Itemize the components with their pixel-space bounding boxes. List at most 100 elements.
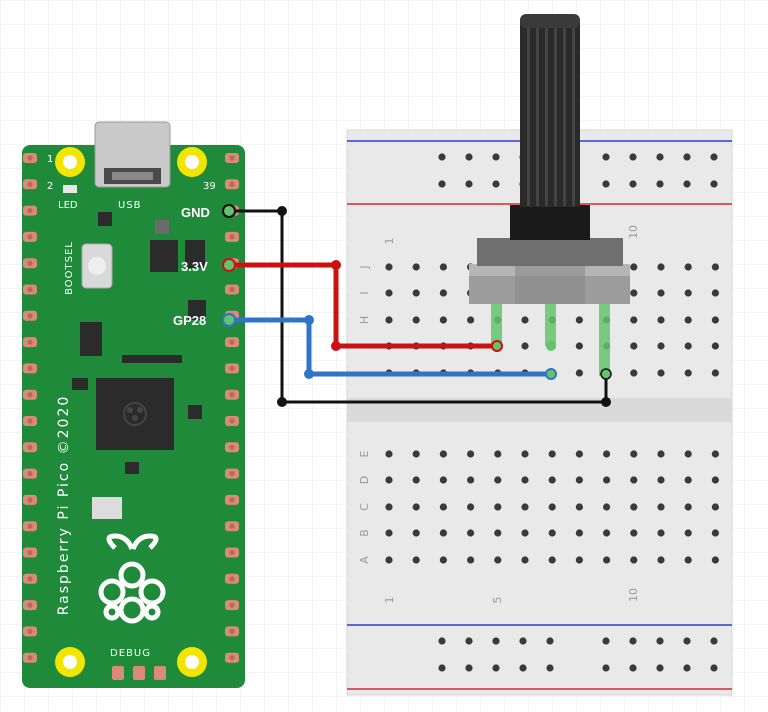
- rail-hole-3-6: [629, 664, 637, 672]
- pico-pin-hole-L11: [27, 444, 33, 450]
- hole-r5-c7: [575, 450, 584, 458]
- wire-3v3-joint-2: [331, 341, 341, 351]
- raspberry-pi-logo: [98, 533, 166, 624]
- pico-pin-hole-L12: [27, 471, 33, 477]
- wire-gp28: [229, 317, 551, 377]
- hole-r7-c0: [385, 503, 393, 511]
- hole-r6-c2: [439, 476, 447, 484]
- hole-r0-c10: [657, 263, 665, 271]
- rail-hole-2-9: [710, 637, 718, 645]
- led: [63, 185, 77, 193]
- wire-3v3: [229, 262, 497, 349]
- rail-hole-1-5: [602, 180, 610, 188]
- rail-hole-0-7: [656, 153, 664, 161]
- pot-shaft: [520, 14, 580, 207]
- hole-r6-c11: [684, 476, 692, 484]
- hole-r7-c4: [494, 503, 502, 511]
- pico-pin-hole-L2: [27, 208, 33, 214]
- pico-pin-hole-R16: [229, 576, 235, 582]
- rail-hole-2-8: [683, 637, 691, 645]
- rail-hole-2-2: [492, 637, 500, 645]
- hole-r1-c9: [630, 289, 638, 297]
- board-name-text: Raspberry Pi Pico ©2020: [56, 395, 72, 616]
- hole-r4-c10: [657, 369, 665, 377]
- hole-r2-c10: [657, 316, 665, 324]
- pico-pin-hole-R8: [229, 365, 235, 371]
- pico-pin-hole-R0: [229, 155, 235, 161]
- hole-r9-c0: [385, 556, 393, 564]
- pico-pin-hole-R9: [229, 392, 235, 398]
- hole-r7-c2: [439, 503, 447, 511]
- wire-gnd-joint-3: [601, 397, 611, 407]
- debug-pad-2: [154, 666, 166, 680]
- rail-hole-0-2: [492, 153, 500, 161]
- rail-hole-1-1: [465, 180, 473, 188]
- hole-r0-c12: [711, 263, 720, 271]
- hole-r2-c0: [385, 316, 393, 324]
- hole-r5-c12: [711, 450, 720, 458]
- small-component-4: [188, 300, 206, 320]
- rp2040-chip: [96, 378, 174, 450]
- bootsel-label: BOOTSEL: [64, 241, 75, 295]
- pico-pin-hole-L6: [27, 313, 33, 319]
- rail-hole-1-2: [492, 180, 500, 188]
- hole-r0-c0: [385, 263, 393, 271]
- hole-r6-c3: [467, 476, 475, 484]
- small-component-2: [98, 212, 112, 226]
- hole-r9-c9: [630, 556, 638, 564]
- hole-r1-c10: [657, 289, 665, 297]
- hole-r8-c1: [412, 529, 420, 537]
- hole-r6-c9: [630, 476, 638, 484]
- hole-r1-c1: [412, 289, 420, 297]
- hole-r5-c2: [439, 450, 447, 458]
- wire-3v3-end: [491, 340, 503, 352]
- hole-r1-c2: [439, 289, 447, 297]
- debug-pad-0: [112, 666, 124, 680]
- pico-pin-hole-L16: [27, 576, 33, 582]
- hole-r6-c10: [657, 476, 665, 484]
- pico-pin-hole-L10: [27, 418, 33, 424]
- hole-r9-c11: [684, 556, 692, 564]
- rail-hole-2-7: [656, 637, 664, 645]
- pico-pin-hole-L1: [27, 181, 33, 187]
- hole-r8-c3: [467, 529, 475, 537]
- led-label: LED: [58, 200, 78, 211]
- pico-pin-hole-R3: [229, 234, 235, 240]
- gp28-pin-dot: [222, 313, 236, 327]
- hole-r0-c2: [439, 263, 447, 271]
- hole-r3-c9: [630, 342, 638, 350]
- pico-pin-hole-R12: [229, 471, 235, 477]
- rail-hole-2-3: [519, 637, 527, 645]
- pico-pin-hole-R15: [229, 549, 235, 556]
- small-component-8: [125, 462, 139, 474]
- pin-2-label: 2: [47, 181, 53, 192]
- hole-r6-c1: [412, 476, 420, 484]
- hole-r7-c3: [467, 503, 475, 511]
- col-label-top-1: 1: [383, 238, 396, 245]
- 3v3-pin-dot: [222, 258, 236, 272]
- pin-1-label: 1: [47, 154, 53, 165]
- pot-leg-left: [491, 300, 502, 346]
- hole-r9-c6: [548, 556, 556, 564]
- hole-r9-c5: [521, 556, 529, 564]
- rail-hole-0-5: [602, 153, 610, 161]
- hole-r8-c9: [630, 529, 638, 537]
- pico-pin-hole-R13: [229, 497, 235, 503]
- pin-39-label: 39: [203, 181, 216, 192]
- hole-r9-c1: [412, 556, 420, 564]
- hole-r7-c1: [412, 503, 420, 511]
- hole-r3-c11: [684, 342, 692, 350]
- hole-r8-c11: [684, 529, 692, 537]
- pico-pin-hole-L19: [27, 655, 33, 661]
- hole-r5-c4: [494, 450, 502, 458]
- rail-hole-1-7: [656, 180, 664, 188]
- col-label-bottom-5: 5: [491, 597, 504, 604]
- hole-r6-c0: [385, 476, 393, 484]
- hole-r2-c3: [467, 316, 475, 324]
- hole-r1-c11: [684, 289, 692, 297]
- rail-hole-1-8: [683, 180, 691, 188]
- hole-r6-c4: [494, 476, 502, 484]
- hole-r6-c7: [575, 476, 584, 484]
- row-label-e: E: [358, 450, 371, 457]
